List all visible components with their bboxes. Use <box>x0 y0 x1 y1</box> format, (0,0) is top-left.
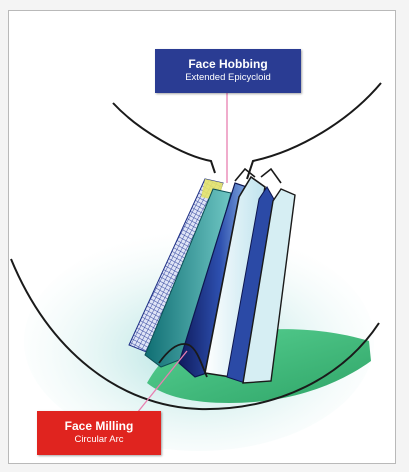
face-hobbing-title: Face Hobbing <box>155 57 301 72</box>
face-milling-label: Face Milling Circular Arc <box>37 411 161 455</box>
cutter-outline-right <box>247 83 381 179</box>
tooth-tip-ridge <box>235 169 281 183</box>
face-milling-title: Face Milling <box>37 419 161 434</box>
cutter-outline-left <box>113 103 215 173</box>
face-milling-subtitle: Circular Arc <box>37 434 161 446</box>
diagram-frame: Face Hobbing Extended Epicycloid Face Mi… <box>8 10 396 464</box>
face-hobbing-subtitle: Extended Epicycloid <box>155 72 301 84</box>
face-hobbing-label: Face Hobbing Extended Epicycloid <box>155 49 301 93</box>
